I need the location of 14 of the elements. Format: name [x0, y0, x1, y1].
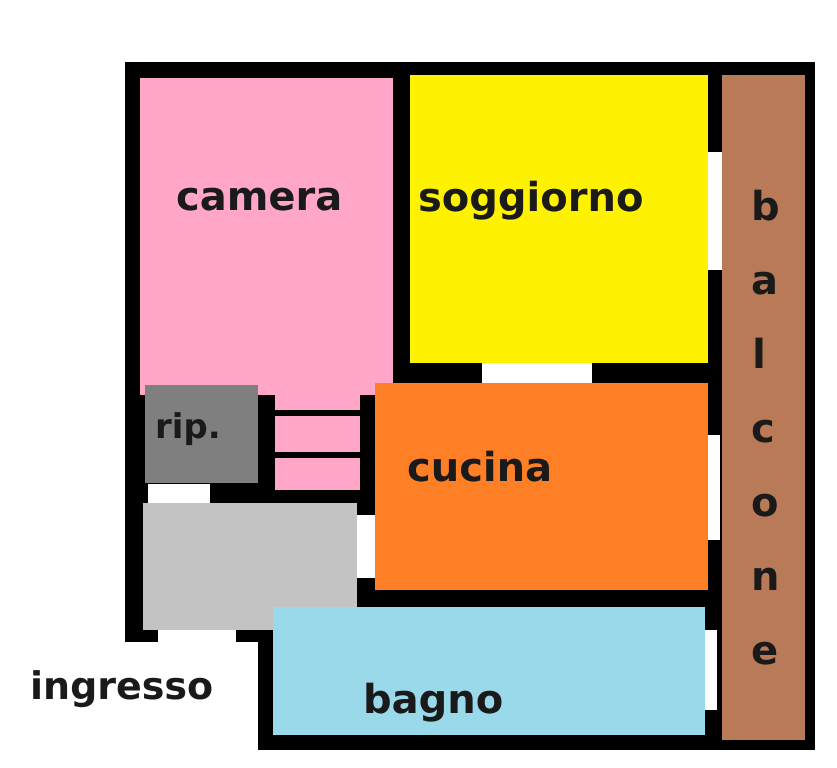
room-label: camera [176, 174, 342, 220]
room-label: balcone [750, 183, 791, 676]
room-area [722, 75, 805, 740]
hallway-area [143, 503, 357, 630]
entrance-label: ingresso [30, 664, 214, 708]
room-label: rip. [155, 407, 221, 447]
room-area [140, 78, 393, 395]
room-label: soggiorno [418, 175, 644, 221]
room-area [273, 607, 705, 735]
room-label: bagno [363, 677, 504, 723]
room-label: cucina [407, 445, 552, 491]
room-area [375, 383, 708, 590]
room-area [145, 385, 258, 483]
room-area [410, 75, 708, 363]
